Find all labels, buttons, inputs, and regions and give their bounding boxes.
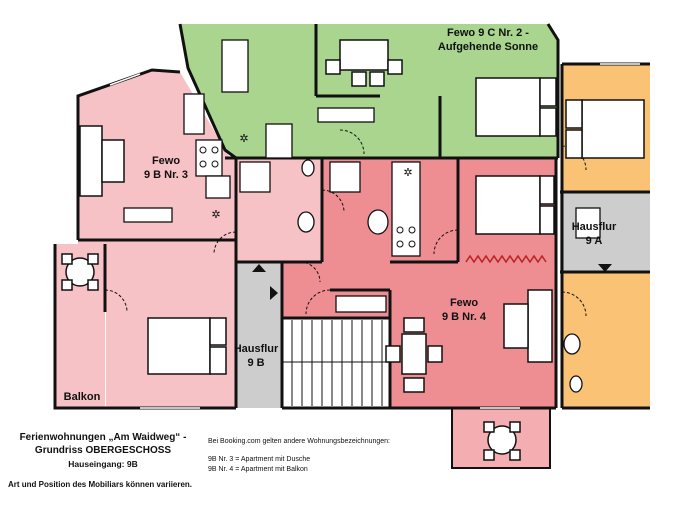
stairwell: [282, 318, 390, 408]
fewo-4-label-2: 9 B Nr. 4: [442, 311, 487, 323]
bed-icon: [147, 317, 227, 375]
stairs-icon: [282, 320, 390, 406]
plan-title: Ferienwohnungen „Am Waidweg“ - Grundriss…: [18, 431, 188, 457]
toilet-icon: [297, 159, 583, 393]
bed-icon-9c: [475, 77, 557, 137]
svg-text:✲: ✲: [403, 167, 412, 179]
furniture-note: Art und Position des Mobiliars können va…: [8, 480, 193, 489]
hausflur-9a-area: [560, 192, 650, 272]
fewo-3-label-1: Fewo: [152, 155, 180, 167]
fewo-4-label-1: Fewo: [450, 297, 478, 309]
booking-note-line-3: 9B Nr. 4 = Apartment mit Balkon: [208, 466, 308, 473]
booking-note: Bei Booking.com gelten andere Wohnungsbe…: [208, 437, 390, 475]
fewo-9c-label-1: Fewo 9 C Nr. 2 -: [447, 27, 529, 39]
kitchen-icon: [195, 39, 421, 257]
balkon-label: Balkon: [64, 391, 101, 403]
wardrobe-icon: [123, 93, 387, 313]
round-table-icon-4: [483, 421, 521, 461]
dining-table-icon: [325, 39, 403, 87]
entrance-label: Hauseingang: 9B: [68, 459, 138, 469]
dining-table-icon-4: [385, 317, 443, 393]
booking-note-line-1: Bei Booking.com gelten andere Wohnungsbe…: [208, 438, 390, 445]
right-arrow-icon: [270, 286, 278, 300]
bed-icon-9a: [565, 99, 645, 159]
bed-icon-4: [475, 175, 555, 235]
svg-text:✲: ✲: [239, 133, 248, 145]
fewo-9c-label-2: Aufgehende Sonne: [438, 41, 538, 53]
heater-icon: [465, 254, 547, 264]
shower-icon: [239, 161, 601, 239]
snowflake-icon: ✲ ✲ ✲: [211, 133, 412, 221]
hausflur-9a-label-2: 9 A: [586, 235, 603, 247]
round-table-icon: [61, 253, 99, 291]
up-arrow-icon: [252, 264, 266, 272]
plan-title-line-2: Grundriss OBERGESCHOSS: [34, 445, 172, 456]
doors: [104, 129, 587, 317]
sofa-icon-4: [503, 289, 553, 363]
hausflur-9b-label-2: 9 B: [247, 357, 264, 369]
hausflur-9b-label-1: Hausflur: [234, 343, 279, 355]
hausflur-9a-label-1: Hausflur: [572, 221, 617, 233]
stove-icon: [199, 146, 416, 248]
fewo-3-label-2: 9 B Nr. 3: [144, 169, 188, 181]
down-arrow-icon: [598, 264, 612, 272]
sink-icon: [367, 209, 581, 355]
svg-text:✲: ✲: [211, 209, 220, 221]
booking-note-line-2: 9B Nr. 3 = Apartment mit Dusche: [208, 456, 311, 463]
sofa-icon: [79, 125, 125, 197]
windows: [109, 63, 640, 409]
plan-title-line-1: Ferienwohnungen „Am Waidweg“ -: [19, 432, 187, 443]
hausflur-9b-area: [236, 262, 282, 408]
